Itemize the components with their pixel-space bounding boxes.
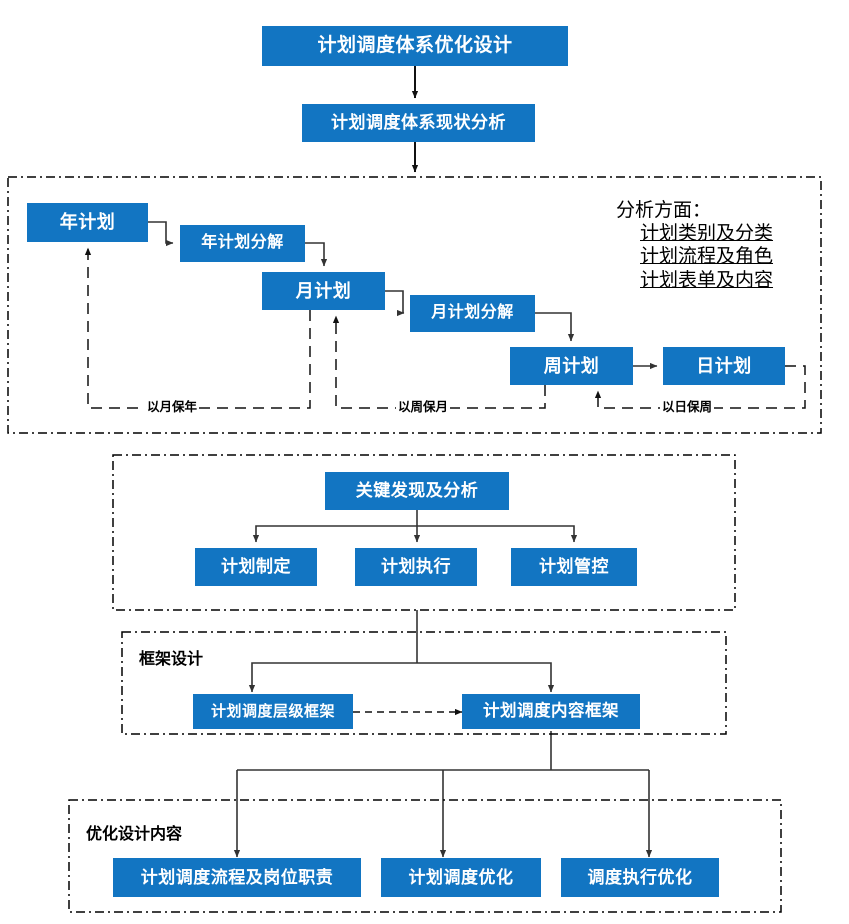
analysis-aspect-item-2: 计划流程及角色: [640, 246, 774, 268]
analysis-aspects-heading: 分析方面：: [616, 200, 712, 221]
node-plan-making[interactable]: 计划制定: [195, 548, 317, 586]
group-title-framework-design: 框架设计: [139, 651, 204, 668]
node-top-title[interactable]: 计划调度体系优化设计: [262, 26, 568, 66]
analysis-aspects-block: 分析方面： 计划类别及分类 计划流程及角色 计划表单及内容: [616, 199, 773, 292]
node-plan-execution[interactable]: 计划执行: [355, 548, 477, 586]
node-month-plan-breakdown[interactable]: 月计划分解: [410, 295, 535, 332]
node-key-findings[interactable]: 关键发现及分析: [325, 472, 509, 510]
node-process-and-duties[interactable]: 计划调度流程及岗位职责: [113, 858, 361, 897]
group-title-optimization-content: 优化设计内容: [86, 826, 183, 843]
node-current-analysis[interactable]: 计划调度体系现状分析: [302, 104, 535, 142]
node-plan-control[interactable]: 计划管控: [511, 548, 637, 586]
edge-label-week-guards-month: 以周保月: [396, 400, 451, 414]
node-day-plan[interactable]: 日计划: [663, 347, 785, 385]
edge-label-day-guards-week: 以日保周: [660, 400, 715, 414]
edge-label-month-guards-year: 以月保年: [145, 400, 200, 414]
node-year-plan-breakdown[interactable]: 年计划分解: [180, 225, 305, 262]
node-level-framework[interactable]: 计划调度层级框架: [193, 694, 353, 729]
node-year-plan[interactable]: 年计划: [27, 203, 148, 242]
node-scheduling-optimization[interactable]: 计划调度优化: [381, 858, 541, 897]
node-execution-optimization[interactable]: 调度执行优化: [561, 858, 719, 897]
analysis-aspect-item-1: 计划类别及分类: [640, 223, 774, 245]
node-month-plan[interactable]: 月计划: [262, 272, 385, 310]
node-week-plan[interactable]: 周计划: [510, 347, 633, 385]
analysis-aspect-item-3: 计划表单及内容: [640, 269, 774, 291]
node-content-framework[interactable]: 计划调度内容框架: [462, 694, 640, 729]
